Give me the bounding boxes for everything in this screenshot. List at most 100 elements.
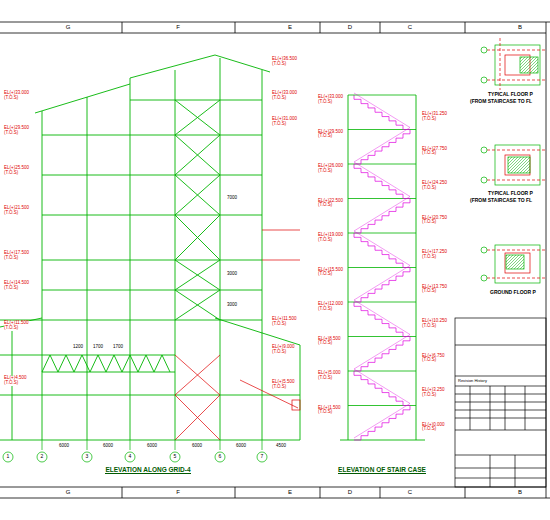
grid-letter: B	[518, 24, 522, 31]
level-tag: EL(+)17.500 (T.O.S)	[4, 251, 30, 261]
level-tag: EL(+)12.000 (T.O.S)	[318, 302, 344, 312]
level-tag: EL(+)11.500 (T.O.S)	[4, 321, 30, 331]
level-tag: EL(+)11.500 (T.O.S)	[272, 317, 298, 327]
level-tag: EL(+)33.000 (T.O.S)	[318, 95, 344, 105]
level-tag: EL(+)9.000 (T.O.S)	[272, 345, 298, 355]
plan-title: TYPICAL FLOOR P	[488, 191, 533, 197]
dimension: 6000	[103, 444, 113, 449]
grid-letter: F	[176, 489, 180, 496]
level-tag: EL(+)20.750 (T.O.S)	[422, 216, 448, 226]
dimension: 7000	[227, 196, 237, 201]
grid-letter: D	[348, 24, 352, 31]
grid-number: 2	[41, 454, 44, 460]
level-tag: EL(+)1.500 (T.O.S)	[318, 406, 344, 416]
grid-letter: G	[66, 489, 71, 496]
stair-flight	[354, 337, 410, 372]
handrail	[354, 369, 410, 404]
level-tag: EL(+)22.500 (T.O.S)	[318, 199, 344, 209]
view-title: ELEVATION ALONG GRID-4	[105, 466, 190, 474]
level-tag: EL(+)5.000 (T.O.S)	[318, 371, 344, 381]
grid-bubbles	[3, 440, 267, 462]
dimension: 3000	[227, 303, 237, 308]
grid-number: 3	[86, 454, 89, 460]
level-tag: EL(+)29.500 (T.O.S)	[4, 126, 30, 136]
grid-letter: D	[348, 489, 352, 496]
plan-views	[481, 38, 545, 283]
level-tag: EL(+)8.500 (T.O.S)	[318, 337, 344, 347]
level-tag: EL(+)0.000 (T.O.S)	[422, 423, 448, 433]
stair-flight	[354, 268, 410, 303]
bracing-members	[175, 230, 300, 440]
level-tag: EL(+)27.750 (T.O.S)	[422, 147, 448, 157]
level-tag: EL(+)31.250 (T.O.S)	[422, 112, 448, 122]
level-tag: EL(+)14.500 (T.O.S)	[4, 281, 30, 291]
stair-flight	[354, 302, 410, 337]
stair-flight	[354, 130, 410, 165]
dimension: 6000	[59, 444, 69, 449]
grid-letter: C	[408, 489, 412, 496]
grid-letter: C	[408, 24, 412, 31]
level-tag: EL(+)21.500 (T.O.S)	[4, 206, 30, 216]
level-tag: EL(+)33.000 (T.O.S)	[4, 91, 30, 101]
level-tag: EL(+)33.000 (T.O.S)	[272, 91, 298, 101]
handrail	[354, 266, 410, 301]
level-tag: EL(+)26.000 (T.O.S)	[318, 164, 344, 174]
level-tag: EL(+)24.250 (T.O.S)	[422, 181, 448, 191]
sheet-border	[0, 22, 550, 498]
grid-letter: B	[518, 489, 522, 496]
grid-letter: F	[176, 24, 180, 31]
grid-letter: G	[66, 24, 71, 31]
title-block	[455, 318, 546, 487]
handrail	[354, 197, 410, 232]
plan-title: (FROM STAIRCASE TO FL	[470, 99, 532, 105]
stair-flight	[354, 164, 410, 199]
dimension: 1700	[113, 345, 123, 350]
stair-flight	[354, 406, 410, 441]
grid-number: 1	[7, 454, 10, 460]
handrail	[354, 231, 410, 266]
dimension: 6000	[147, 444, 157, 449]
level-tag: EL(+)19.000 (T.O.S)	[318, 233, 344, 243]
stair-flight	[354, 199, 410, 234]
level-tag: EL(+)5.500 (T.O.S)	[272, 380, 298, 390]
dimension: 3000	[227, 272, 237, 277]
handrail	[354, 162, 410, 197]
dimension: 1700	[93, 345, 103, 350]
stair-flight	[354, 371, 410, 406]
dimension: 4500	[276, 444, 286, 449]
dimension: 1200	[73, 345, 83, 350]
level-tag: EL(+)36.500 (T.O.S)	[272, 57, 298, 67]
stair-flights	[348, 93, 416, 440]
level-tag: EL(+)10.250 (T.O.S)	[422, 319, 448, 329]
dimension: 6000	[192, 444, 202, 449]
level-tag: EL(+)3.250 (T.O.S)	[422, 388, 448, 398]
level-tag: EL(+)25.500 (T.O.S)	[4, 166, 30, 176]
level-tag: EL(+)4.500 (T.O.S)	[4, 376, 30, 386]
stair-flight	[354, 95, 410, 130]
view-title: ELEVATION OF STAIR CASE	[338, 466, 426, 474]
grid-letter: E	[288, 24, 292, 31]
plan-title: TYPICAL FLOOR P	[488, 92, 533, 98]
grid-number: 6	[219, 454, 222, 460]
stair-frame	[340, 95, 425, 440]
grid-letter: E	[288, 489, 292, 496]
level-tag: EL(+)6.750 (T.O.S)	[422, 354, 448, 364]
handrail	[354, 404, 410, 439]
level-tag: EL(+)31.000 (T.O.S)	[272, 117, 298, 127]
level-tag: EL(+)13.750 (T.O.S)	[422, 285, 448, 295]
dimension: 6000	[236, 444, 246, 449]
handrail	[354, 93, 410, 128]
table-heading: Revision History	[458, 379, 487, 383]
handrail	[354, 300, 410, 335]
grid-number: 7	[261, 454, 264, 460]
plan-title: (FROM STAIRCASE TO FL	[470, 198, 532, 204]
level-tag: EL(+)15.500 (T.O.S)	[318, 268, 344, 278]
level-tag: EL(+)29.500 (T.O.S)	[318, 130, 344, 140]
grid-number: 5	[174, 454, 177, 460]
plan-title: GROUND FLOOR P	[490, 290, 536, 296]
grid-number: 4	[129, 454, 132, 460]
stair-flight	[354, 233, 410, 268]
handrail	[354, 128, 410, 163]
handrail	[354, 335, 410, 370]
